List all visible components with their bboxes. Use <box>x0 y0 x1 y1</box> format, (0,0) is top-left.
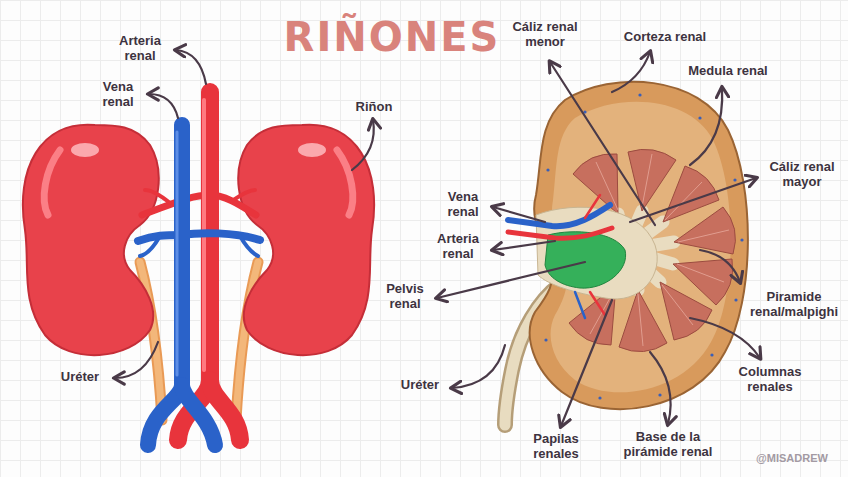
part-label: Vena renal <box>438 190 488 219</box>
part-label: Medula renal <box>678 64 778 79</box>
part-label: Cáliz renal menor <box>502 20 588 49</box>
part-label: Papilas renales <box>525 432 587 461</box>
part-label: Columnas renales <box>730 365 810 394</box>
part-label: Riñon <box>344 100 404 115</box>
part-label: Piramide renal/malpighi <box>746 290 842 319</box>
title: RIÑONES <box>284 14 501 60</box>
kidneys-front <box>23 92 374 445</box>
part-label: Pelvis renal <box>378 282 432 311</box>
part-label: Corteza renal <box>610 30 720 45</box>
part-label: Arteria renal <box>109 34 171 63</box>
watermark: @MISADREW <box>742 452 842 464</box>
part-label: Cáliz renal mayor <box>762 160 842 189</box>
leader-lines <box>115 50 760 426</box>
part-label: Uréter <box>50 370 110 385</box>
kidney-section <box>505 82 748 425</box>
part-label: Arteria renal <box>428 232 488 261</box>
part-label: Base de la pirámide renal <box>615 430 721 459</box>
part-label: Uréter <box>392 378 448 393</box>
part-label: Vena renal <box>93 80 143 109</box>
